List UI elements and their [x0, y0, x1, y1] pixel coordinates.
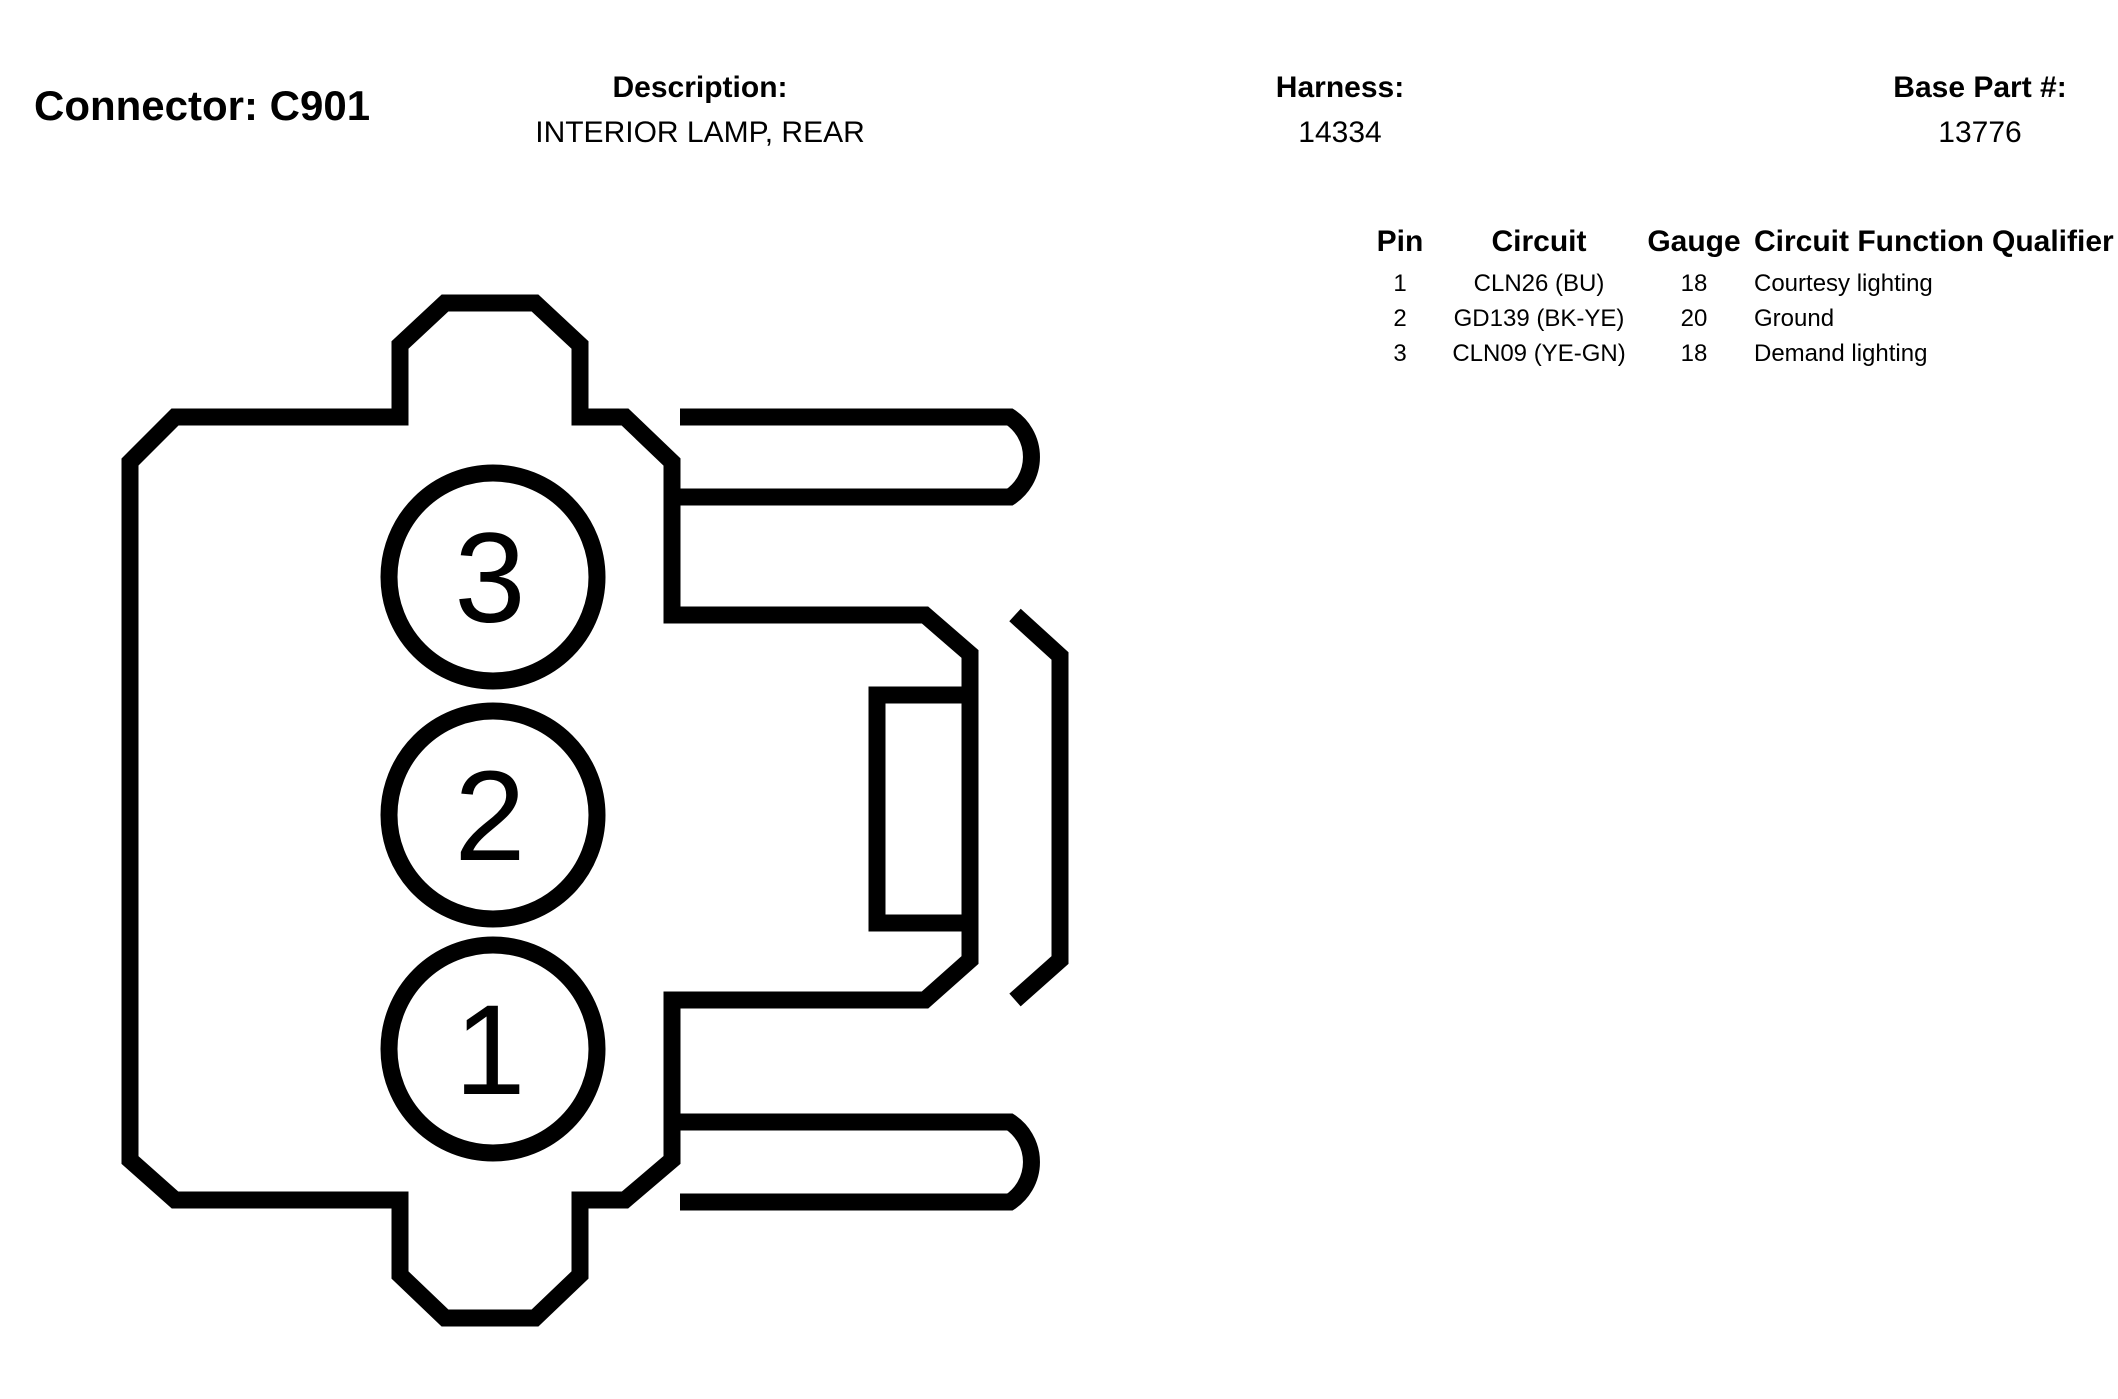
cell-circuit: CLN09 (YE-GN): [1452, 340, 1626, 367]
cell-gauge: 18: [1680, 270, 1708, 297]
harness-label: Harness:: [1275, 71, 1405, 104]
pin-cavity-3: [380, 464, 606, 690]
header-circuit-function: Circuit Function: [1754, 225, 1984, 258]
side-lock-tab: [868, 686, 979, 932]
base-part-field: Base Part #: 13776: [1820, 68, 2118, 153]
table-row: 1 CLN26 (BU) 18 Courtesy lighting: [1360, 266, 2118, 301]
table-row: 3 CLN09 (YE-GN) 18 Demand lighting: [1360, 336, 2118, 371]
table-row: 2 GD139 (BK-YE) 20 Ground: [1360, 301, 2118, 336]
cell-gauge: 20: [1680, 305, 1708, 332]
cell-circuit: GD139 (BK-YE): [1453, 305, 1625, 332]
description-field: Description: INTERIOR LAMP, REAR: [470, 68, 930, 153]
lower-latch-arm: [680, 1113, 1040, 1211]
base-part-value: 13776: [1938, 116, 2022, 149]
connector-housing-outline: [121, 294, 979, 1327]
cell-circuit: CLN26 (BU): [1473, 270, 1605, 297]
cell-gauge: 18: [1680, 340, 1708, 367]
header-qualifier: Qualifier: [1991, 225, 2114, 258]
header-pin: Pin: [1376, 225, 1424, 258]
cell-pin: 1: [1393, 270, 1407, 297]
pin-label-2: 2: [454, 745, 525, 888]
pin-label-1: 1: [454, 979, 525, 1122]
cell-pin: 3: [1393, 340, 1407, 367]
cell-circuit-function: Ground: [1754, 305, 1835, 332]
harness-value: 14334: [1298, 116, 1382, 149]
cell-circuit-function: Demand lighting: [1754, 340, 1928, 367]
upper-latch-arm: [680, 408, 1040, 506]
description-label: Description:: [612, 71, 788, 104]
connector-title: Connector: C901: [34, 82, 371, 129]
harness-field: Harness: 14334: [1180, 68, 1500, 153]
side-lock-outer: [1009, 608, 1069, 1007]
base-part-label: Base Part #:: [1893, 71, 2067, 104]
cell-pin: 2: [1393, 305, 1407, 332]
pin-cavity-2: [380, 702, 606, 928]
description-value: INTERIOR LAMP, REAR: [535, 116, 865, 149]
header-circuit: Circuit: [1491, 225, 1587, 258]
header-gauge: Gauge: [1647, 225, 1741, 258]
pin-table-header-row: Pin Circuit Gauge Circuit Function Quali…: [1360, 222, 2118, 266]
cell-circuit-function: Courtesy lighting: [1754, 270, 1933, 297]
pin-label-3: 3: [454, 507, 525, 650]
pin-table: Pin Circuit Gauge Circuit Function Quali…: [1360, 222, 2118, 371]
pin-cavity-1: [380, 936, 606, 1162]
